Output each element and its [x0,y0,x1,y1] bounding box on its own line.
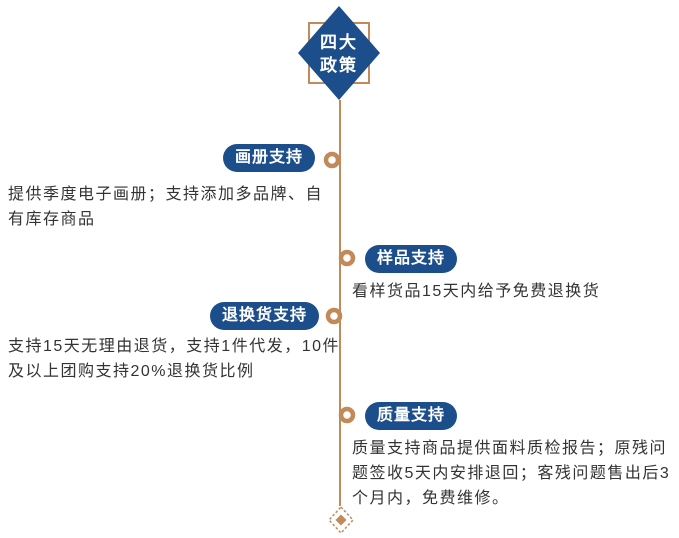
branch-label-quality-support: 质量支持 [365,402,458,430]
branch-description-sample-support: 看样货品15天内给予免费退换货 [352,283,601,300]
end-diamond-inner [335,514,347,526]
branch-label-album-support: 画册支持 [222,144,315,172]
end-diamond-outline [327,505,355,535]
branch-description-album-support: 提供季度电子画册；支持添加多品牌、自 有库存商品 [8,186,324,228]
branch-label-sample-support: 样品支持 [365,245,458,273]
branch-marker-sample [338,249,356,267]
branch-description-quality-support: 质量支持商品提供面料质检报告；原残问 题签收5天内安排退回；客残问题售出后3 个… [352,440,671,507]
branch-marker-quality [338,406,356,424]
center-diamond-title: 四大 政策 [320,33,358,75]
center-diamond-shape [298,6,380,100]
branch-label-return-exchange-support: 退换货支持 [209,302,319,330]
branch-marker-album [323,151,341,169]
branch-description-return-exchange-support: 支持15天无理由退货，支持1件代发，10件 及以上团购支持20%退换货比例 [8,338,340,380]
branch-marker-return [325,307,343,325]
